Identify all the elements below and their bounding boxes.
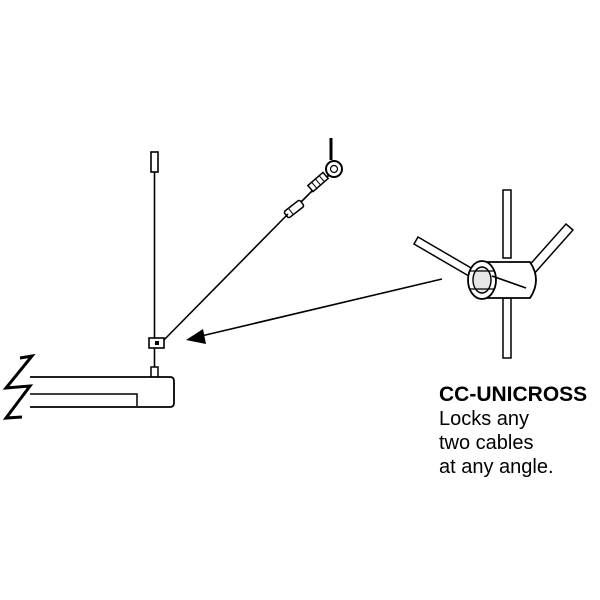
detail-cable-vertical-top xyxy=(502,189,512,259)
break-symbol xyxy=(2,353,36,420)
detail-cable-through xyxy=(491,275,527,289)
caption-line-2: two cables xyxy=(439,432,534,454)
unicross-detail-illustration xyxy=(412,189,575,359)
unicross-clamp-small xyxy=(148,337,165,349)
pointer-arrow xyxy=(186,278,443,344)
ceiling-gripper xyxy=(150,151,159,173)
cable-upper-link xyxy=(299,192,311,204)
detail-cable-vertical-bottom xyxy=(502,297,512,359)
product-name: CC-UNICROSS xyxy=(439,383,588,406)
caption-line-1: Locks any xyxy=(439,408,530,430)
eye-bolt-hole xyxy=(329,164,339,174)
detail-clamp-bore xyxy=(472,266,492,294)
angled-cable xyxy=(159,213,289,345)
product-caption: CC-UNICROSS Locks any two cables at any … xyxy=(439,383,599,479)
caption-line-3: at any angle. xyxy=(439,456,554,478)
turnbuckle xyxy=(306,171,330,193)
light-fixture-beam xyxy=(2,353,175,420)
angled-cable-assembly xyxy=(159,138,343,345)
